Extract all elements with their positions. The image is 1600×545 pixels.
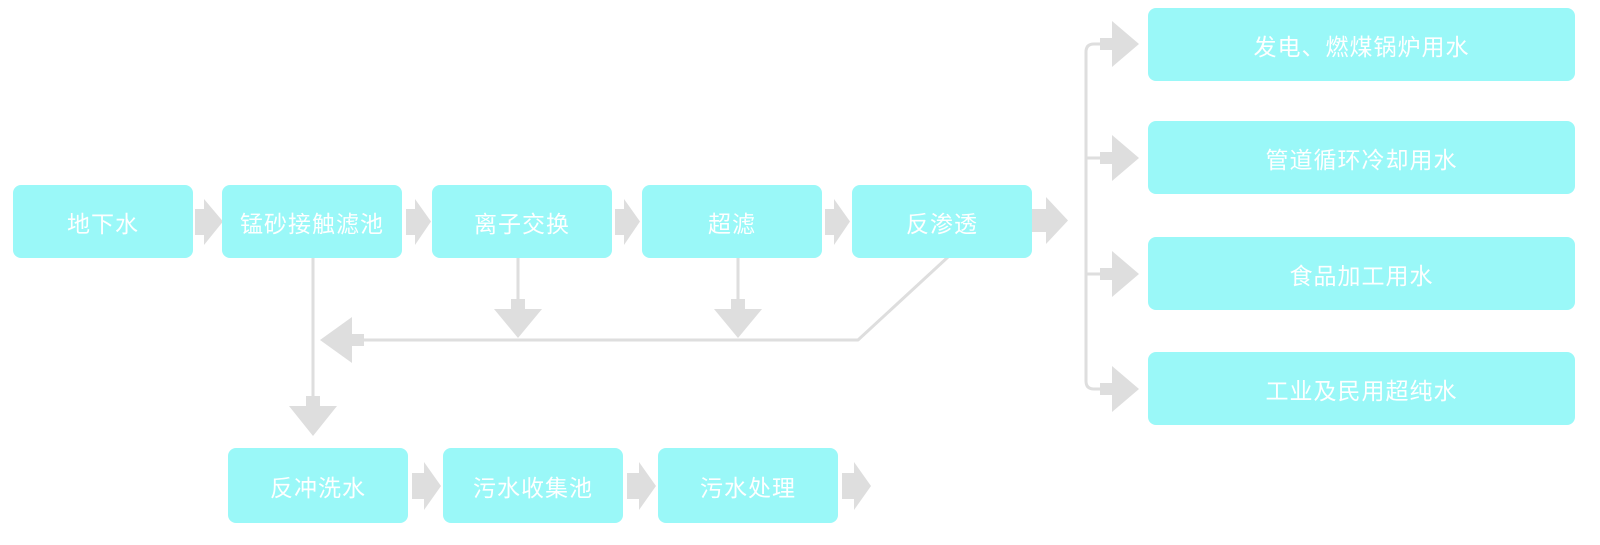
arrow-branch-cooling-water (1100, 135, 1139, 181)
flow-box-reverse-osmosis: 反渗透 (852, 185, 1032, 258)
arrow-backwash-to-sewage-collection (412, 462, 441, 510)
output-box-ultrapure-water: 工业及民用超纯水 (1148, 352, 1575, 425)
arrow-branch-food-processing-water (1100, 251, 1139, 297)
arrow-branch-power-boiler-water (1100, 21, 1139, 67)
arrow-manganese-filter-to-backwash (289, 258, 337, 436)
flow-box-groundwater: 地下水 (13, 185, 193, 258)
output-box-food-processing-water: 食品加工用水 (1148, 237, 1575, 310)
arrow-collector-to-downpipe (320, 317, 364, 363)
output-trunk-line (1084, 42, 1113, 391)
output-box-cooling-water: 管道循环冷却用水 (1148, 121, 1575, 194)
arrow-sewage-treatment-out (842, 462, 871, 510)
flow-box-ultrafiltration: 超滤 (642, 185, 822, 258)
arrow-manganese-filter-to-ion-exchange (406, 199, 431, 245)
arrow-groundwater-to-manganese-filter (195, 199, 223, 245)
waste-box-backwash-water: 反冲洗水 (228, 448, 408, 523)
flow-box-ion-exchange: 离子交换 (432, 185, 612, 258)
arrow-reverse-osmosis-to-outputs (1032, 197, 1068, 244)
arrow-sewage-collection-to-treatment (627, 462, 656, 510)
output-box-power-boiler-water: 发电、燃煤锅炉用水 (1148, 8, 1575, 81)
arrow-ultrafiltration-to-reverse-osmosis (825, 199, 850, 245)
waste-box-sewage-collection: 污水收集池 (443, 448, 623, 523)
arrow-ion-exchange-waste-down (494, 258, 542, 338)
waste-box-sewage-treatment: 污水处理 (658, 448, 838, 523)
flow-box-manganese-sand-filter: 锰砂接触滤池 (222, 185, 402, 258)
waste-collector-line (358, 255, 950, 342)
arrow-branch-ultrapure-water (1100, 366, 1139, 412)
arrow-ultrafiltration-waste-down (714, 258, 762, 338)
arrow-ion-exchange-to-ultrafiltration (615, 199, 640, 245)
